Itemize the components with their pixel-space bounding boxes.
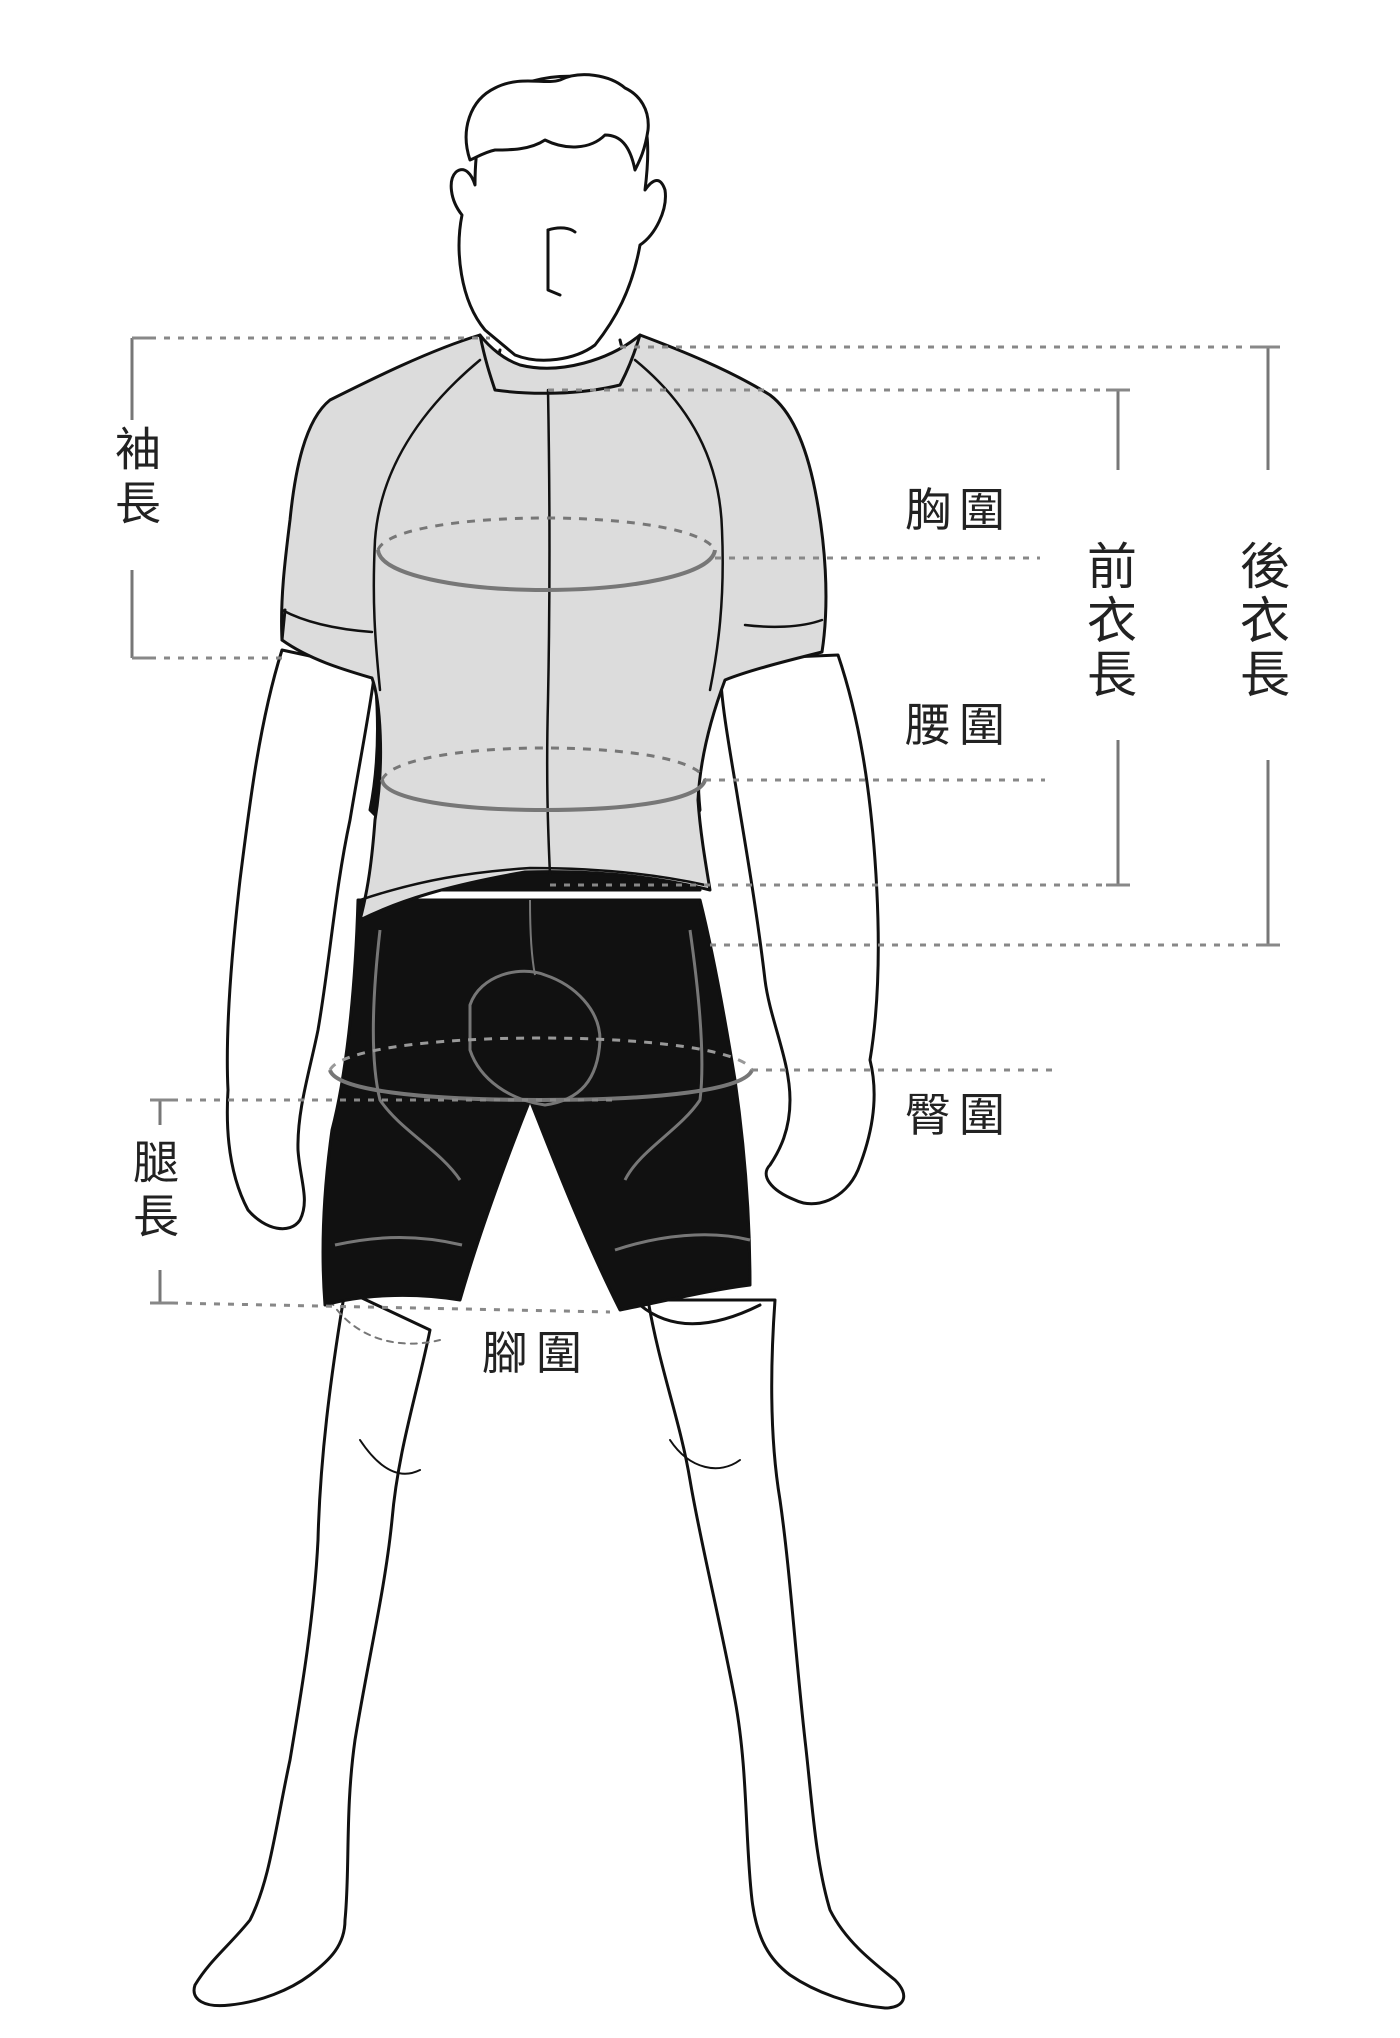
- chest-ring: [376, 516, 717, 593]
- waist-label: 腰圍: [905, 698, 1013, 752]
- chest-label: 胸圍: [905, 483, 1013, 537]
- sleeve-length-label: 袖長: [108, 425, 162, 533]
- thigh-label: 腳圍: [482, 1326, 590, 1380]
- arms: [225, 648, 880, 1231]
- bib-shorts: [321, 898, 752, 1312]
- jersey: [280, 333, 828, 922]
- waist-ring: [380, 746, 707, 813]
- guide-lines: [130, 336, 1280, 1314]
- hip-label: 臀圍: [905, 1088, 1013, 1142]
- back-length-label: 後衣長: [1232, 540, 1290, 702]
- measurement-rings: [328, 516, 754, 1103]
- leg-length-label: 腿長: [126, 1138, 180, 1246]
- legs: [192, 1288, 906, 2010]
- front-length-label: 前衣長: [1079, 540, 1137, 702]
